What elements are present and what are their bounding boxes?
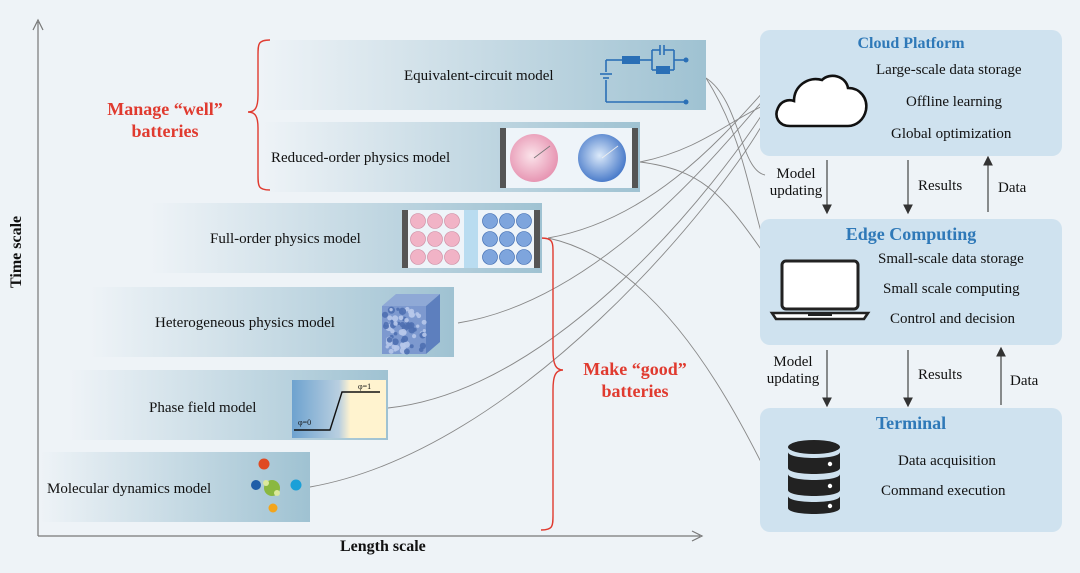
flow-updating-text-bottom: updating bbox=[766, 371, 820, 387]
model-label-phase-field: Phase field model bbox=[149, 400, 257, 416]
connector-lines bbox=[309, 77, 766, 488]
terminal-item-acquisition: Data acquisition bbox=[898, 453, 996, 469]
cloud-platform-title: Cloud Platform bbox=[857, 35, 965, 52]
make-good-line1: Make “good” bbox=[583, 359, 687, 379]
cloud-item-storage: Large-scale data storage bbox=[876, 62, 1022, 78]
model-label-equivalent-circuit: Equivalent-circuit model bbox=[404, 68, 554, 84]
flow-arrows bbox=[822, 155, 1006, 408]
particles-icon bbox=[500, 128, 638, 188]
flow-model-text-bottom: Model bbox=[773, 354, 813, 370]
terminal-panel: Terminal Data acquisition Command execut… bbox=[760, 408, 1062, 532]
edge-computing-title: Edge Computing bbox=[845, 224, 977, 244]
flow-model-updating-top: Model updating bbox=[766, 166, 826, 200]
terminal-title: Terminal bbox=[875, 413, 947, 433]
molecule-icon bbox=[246, 455, 308, 517]
model-label-reduced-order: Reduced-order physics model bbox=[271, 150, 451, 166]
database-icon bbox=[784, 438, 844, 516]
manage-well-line1: Manage “well” bbox=[107, 99, 223, 119]
brace-lines bbox=[247, 39, 564, 531]
cloud-item-learning: Offline learning bbox=[906, 94, 1002, 110]
model-label-full-order: Full-order physics model bbox=[210, 231, 361, 247]
flow-results-bottom: Results bbox=[918, 367, 963, 383]
y-axis-label: Time scale bbox=[8, 215, 25, 288]
edge-item-computing: Small scale computing bbox=[883, 281, 1020, 297]
flow-results-top: Results bbox=[918, 178, 963, 194]
edge-computing-panel: Edge Computing Small-scale data storage … bbox=[760, 219, 1062, 345]
edge-item-storage: Small-scale data storage bbox=[878, 251, 1024, 267]
flow-data-top: Data bbox=[998, 180, 1027, 196]
phi-zero-label: φ=0 bbox=[298, 418, 312, 427]
microstructure-icon bbox=[378, 292, 442, 356]
circuit-icon bbox=[594, 40, 698, 110]
phase-field-icon: φ=0 φ=1 bbox=[292, 380, 386, 438]
laptop-icon bbox=[768, 257, 872, 323]
cloud-platform-panel: Cloud Platform Large-scale data storage … bbox=[760, 30, 1062, 156]
electrode-icon bbox=[402, 210, 540, 268]
terminal-item-execution: Command execution bbox=[881, 483, 1006, 499]
manage-well-label: Manage “well” batteries bbox=[100, 98, 230, 142]
make-good-label: Make “good” batteries bbox=[570, 358, 700, 402]
band-equivalent-circuit bbox=[260, 40, 706, 110]
flow-updating-text-top: updating bbox=[769, 183, 823, 199]
flow-data-bottom: Data bbox=[1010, 373, 1039, 389]
edge-item-control: Control and decision bbox=[890, 311, 1015, 327]
x-axis-label: Length scale bbox=[340, 538, 426, 555]
flow-model-updating-bottom: Model updating bbox=[762, 354, 824, 388]
make-good-line2: batteries bbox=[601, 381, 669, 401]
manage-well-line2: batteries bbox=[131, 121, 199, 141]
phi-one-label: φ=1 bbox=[358, 382, 372, 391]
model-label-heterogeneous: Heterogeneous physics model bbox=[155, 315, 335, 331]
model-label-molecular-dynamics: Molecular dynamics model bbox=[47, 481, 212, 497]
flow-model-text-top: Model bbox=[776, 166, 816, 182]
cloud-icon bbox=[772, 68, 872, 132]
cloud-item-optimization: Global optimization bbox=[891, 126, 1012, 142]
